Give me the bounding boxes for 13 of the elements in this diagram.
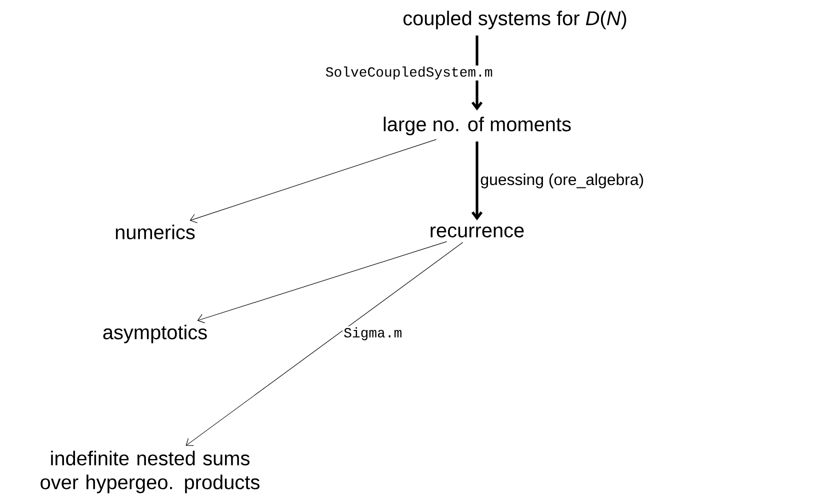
node-text: indefinite nested sums over hypergeo. products [40,450,260,494]
node-text: recurrence [430,226,524,238]
node-text: coupled systems for D(N) [403,10,626,30]
node-text: large no. of moments [384,116,571,136]
arrow [186,242,464,446]
edge-label: Sigma.m [344,327,402,340]
arrow [471,141,483,220]
arrow [197,241,448,324]
edge-label: SolveCoupledSystem.m [326,66,492,80]
edge-label: guessing (ore_algebra) [480,173,644,188]
node-text: numerics [116,224,195,240]
arrow [190,139,437,224]
node-text: asymptotics [103,324,207,344]
